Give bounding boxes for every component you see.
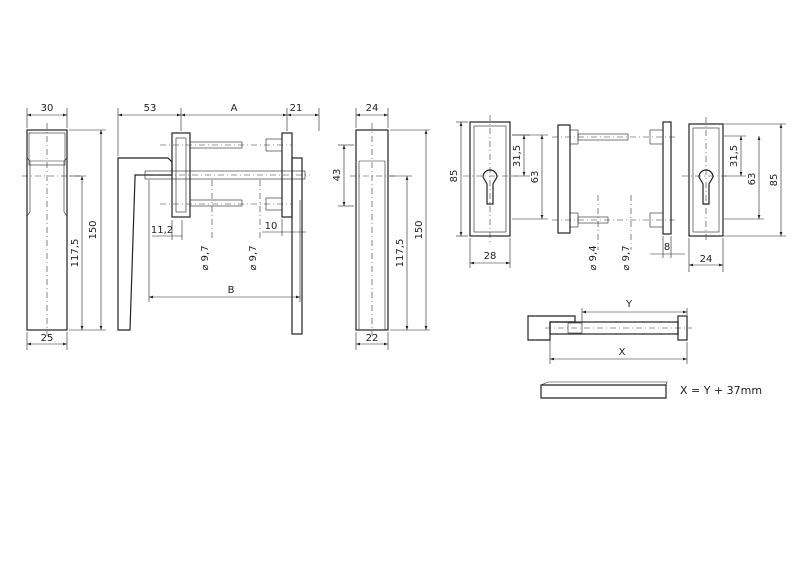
dim-label-dia-9-4: ⌀ 9,4	[588, 245, 599, 270]
escutcheon-front-outline	[463, 115, 517, 243]
dim-label-31-5-front: 31,5	[512, 145, 523, 167]
dim-label-dia-9-7-esc: ⌀ 9,7	[621, 245, 632, 270]
dim-label-x: X	[619, 347, 626, 358]
dim-label-b: B	[228, 285, 235, 296]
handle-side-outline	[117, 132, 310, 335]
dimension-back-top-width: 24	[355, 103, 389, 128]
dimension-back-height-117: 117,5	[390, 175, 412, 330]
dim-label-a: A	[231, 103, 238, 114]
dimension-esc-back-24: 24	[688, 238, 724, 272]
handle-back-outline	[350, 123, 398, 336]
dim-label-11-2: 11,2	[151, 225, 173, 236]
dimension-side-b: B	[148, 180, 301, 302]
dim-label-30: 30	[41, 103, 54, 114]
dim-label-31-5-back: 31,5	[729, 145, 740, 167]
dimension-esc-back-63: 63	[724, 136, 764, 220]
dim-label-10: 10	[265, 221, 278, 232]
handle-side-view: 53 A 21 B 11,2 10 ⌀	[117, 103, 320, 335]
dimension-esc-side-8: 8	[650, 236, 685, 258]
escutcheon-side-outline	[552, 121, 675, 250]
dimension-side-10: 10	[262, 219, 306, 236]
dimension-back-bottom-width: 22	[355, 332, 389, 350]
dim-label-150-back: 150	[414, 220, 425, 239]
handle-front-outline	[22, 123, 80, 336]
escutcheon-front-view: 85 31,5 63 28	[449, 115, 548, 268]
dim-label-22: 22	[366, 333, 379, 344]
dimension-side-21: 21	[287, 103, 320, 131]
dimension-side-a: A	[181, 103, 288, 131]
spindle-detail: Y X	[527, 299, 692, 364]
dim-label-8: 8	[664, 242, 670, 253]
dimension-side-53: 53	[117, 103, 182, 156]
dimension-spindle-y: Y	[581, 299, 688, 322]
dim-label-150: 150	[88, 220, 99, 239]
dimension-esc-front-85: 85	[449, 121, 468, 237]
dimension-esc-front-31-5: 31,5	[512, 134, 530, 177]
spindle-detail-outline	[527, 315, 692, 341]
dimension-front-height-117: 117,5	[69, 175, 86, 330]
handle-back-view: 24 22 43 117,5 150	[332, 103, 430, 350]
dim-label-25: 25	[41, 333, 54, 344]
formula-label: X = Y + 37mm	[680, 384, 762, 397]
dim-label-117-5-back: 117,5	[395, 239, 406, 268]
dim-label-85-back: 85	[769, 174, 780, 187]
dim-label-y: Y	[625, 299, 633, 310]
dim-label-63-back: 63	[747, 173, 758, 186]
cylinder-hole-front	[482, 169, 498, 205]
dim-label-28: 28	[484, 251, 497, 262]
escutcheon-side-view: ⌀ 9,4 ⌀ 9,7 8	[552, 121, 685, 271]
dim-label-24-back: 24	[366, 103, 379, 114]
dim-label-85-front: 85	[449, 170, 460, 183]
dimension-esc-back-85: 85	[724, 123, 786, 237]
spindle-bar	[540, 381, 668, 399]
dimension-esc-front-28: 28	[469, 238, 511, 268]
dimension-front-top-width: 30	[26, 103, 68, 128]
escutcheon-back-view: 31,5 63 85 24	[682, 117, 786, 272]
escutcheon-back-outline	[682, 117, 730, 243]
dimension-front-bottom-width: 25	[26, 332, 68, 350]
dim-label-24-esc: 24	[700, 254, 713, 265]
dim-label-53: 53	[144, 103, 157, 114]
dimension-spindle-x: X	[549, 336, 688, 364]
dimension-esc-back-31-5: 31,5	[724, 135, 746, 177]
dimension-back-43: 43	[332, 144, 354, 207]
dim-label-dia-9-7-b: ⌀ 9,7	[248, 245, 259, 270]
cylinder-hole-back	[698, 169, 714, 205]
dim-label-43: 43	[332, 169, 343, 182]
dimension-side-11-2: 11,2	[151, 220, 183, 240]
dim-label-117-5: 117,5	[70, 239, 81, 268]
dimension-back-height-150: 150	[390, 129, 430, 331]
dimension-front-height-150: 150	[69, 129, 106, 331]
dimension-esc-front-63: 63	[512, 134, 548, 220]
dim-label-63-front: 63	[530, 171, 541, 184]
dim-label-dia-9-7-a: ⌀ 9,7	[200, 245, 211, 270]
handle-front-view: 30 25 150 117,5	[22, 103, 106, 350]
dim-label-21: 21	[290, 103, 303, 114]
